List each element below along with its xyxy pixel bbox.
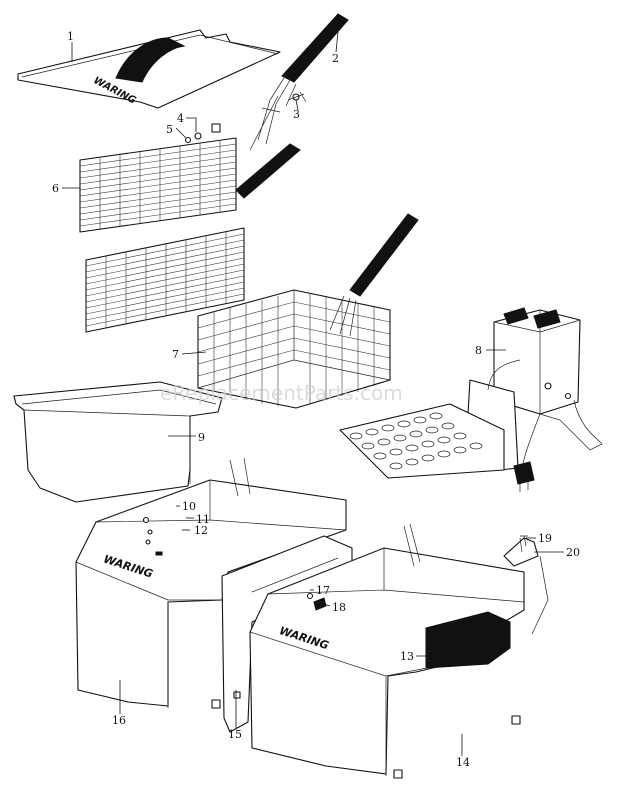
label-11: 11 (196, 513, 210, 526)
label-8: 8 (475, 344, 482, 357)
part-housing-left: WARING (75, 457, 347, 709)
label-13: 13 (400, 650, 414, 663)
label-18: 18 (332, 601, 346, 614)
label-15: 15 (228, 728, 242, 741)
part-oil-pot (13, 381, 223, 503)
label-17: 17 (316, 584, 330, 597)
label-7: 7 (172, 348, 179, 361)
label-9: 9 (198, 431, 205, 444)
part-basket-upper (79, 137, 301, 233)
part-microswitch-bracket (503, 535, 539, 567)
part-lid: WARING (17, 29, 281, 109)
part-housing-right: WARING (249, 523, 549, 779)
label-2: 2 (332, 52, 339, 65)
part-hardware-4-5 (184, 123, 221, 144)
label-19: 19 (538, 532, 552, 545)
label-5: 5 (166, 123, 173, 136)
part-clip (287, 91, 307, 103)
label-10: 10 (182, 500, 196, 513)
part-basket-lower (85, 227, 245, 333)
callouts: 1 2 3 4 5 6 7 8 9 10 11 12 13 14 15 16 1 (52, 30, 580, 769)
label-4: 4 (177, 112, 184, 125)
label-12: 12 (194, 524, 208, 537)
watermark-text: eReplacementParts.com (160, 381, 403, 405)
label-6: 6 (52, 182, 59, 195)
label-20: 20 (566, 546, 580, 559)
label-3: 3 (293, 108, 300, 121)
part-handle-top (249, 13, 349, 151)
label-16: 16 (112, 714, 126, 727)
label-1: 1 (67, 30, 74, 43)
part-heating-element (339, 307, 603, 492)
label-14: 14 (456, 756, 470, 769)
part-basket-large (197, 213, 419, 409)
